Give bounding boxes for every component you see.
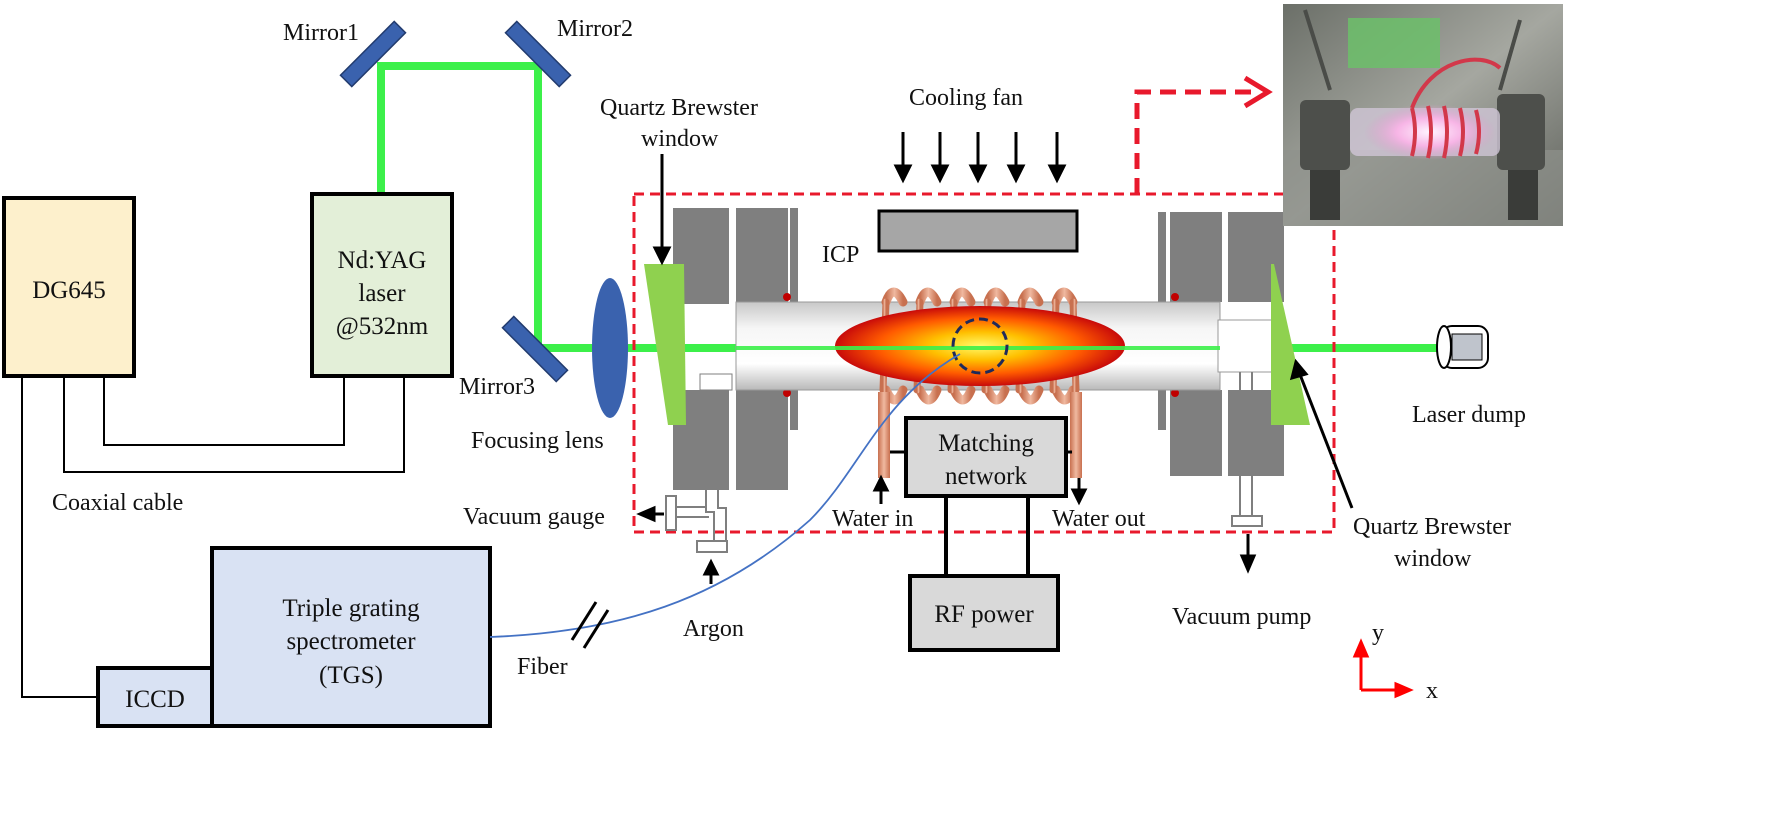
quartz-window-bottom-arrow: [1289, 358, 1354, 509]
right-flange: [1158, 212, 1284, 476]
coordinate-axes: [1352, 638, 1414, 699]
vacuum-gauge-arrow: [636, 505, 664, 523]
quartz-window-top-line1: Quartz Brewster: [600, 95, 758, 121]
argon-label: Argon: [683, 616, 744, 642]
rf-cables: [944, 496, 1030, 576]
pump-line-right: [1231, 372, 1263, 527]
water-in-label: Water in: [832, 506, 913, 532]
iccd-box: ICCD: [96, 666, 214, 728]
coaxial-cable-label: Coaxial cable: [52, 490, 183, 516]
tgs-label-line1: Triple grating: [282, 595, 420, 622]
photo-pointer-arrow: [1134, 75, 1273, 194]
cooling-fan-label: Cooling fan: [909, 85, 1023, 111]
plasma-photo-inset: [1283, 4, 1563, 226]
mirror1-icon: [339, 20, 407, 88]
optical-fiber: [489, 353, 961, 638]
laser-dump-icon: [1436, 325, 1489, 369]
gas-line-left: [665, 390, 728, 553]
argon-arrow: [702, 558, 720, 584]
ndyag-laser-box: Nd:YAG laser @532nm: [310, 192, 454, 378]
dg645-box: DG645: [2, 196, 136, 378]
matching-label-line2: network: [945, 463, 1027, 490]
focusing-lens-icon: [592, 278, 628, 418]
quartz-window-top-arrow: [652, 154, 672, 266]
rf-power-label: RF power: [934, 601, 1034, 628]
matching-network-box: Matching network: [904, 416, 1068, 498]
ndyag-label-line2: laser: [358, 280, 406, 307]
axis-x-label: x: [1426, 678, 1438, 704]
tgs-label-line3: (TGS): [319, 662, 383, 689]
mirror2-icon: [504, 20, 572, 88]
fiber-connector-icon: [570, 601, 610, 649]
laser-dump-label: Laser dump: [1412, 402, 1526, 428]
rf-power-box: RF power: [908, 574, 1060, 652]
fiber-label: Fiber: [517, 654, 568, 680]
tgs-label-line2: spectrometer: [286, 628, 416, 655]
focusing-lens-label: Focusing lens: [471, 428, 604, 454]
measurement-volume-circle: [951, 317, 1009, 375]
icp-label: ICP: [822, 242, 859, 268]
mirror2-label: Mirror2: [557, 16, 633, 42]
coil-leads: [878, 392, 1082, 478]
mirror3-icon: [501, 315, 569, 383]
quartz-window-bottom-line2: window: [1394, 546, 1472, 572]
quartz-brewster-window-left: [644, 264, 686, 425]
cooling-fan-arrows: [893, 132, 1067, 184]
tgs-box: Triple grating spectrometer (TGS): [210, 546, 492, 728]
cooling-fan-unit: [877, 209, 1079, 253]
ndyag-label-line3: @532nm: [336, 313, 429, 340]
vacuum-pump-label: Vacuum pump: [1172, 604, 1311, 630]
axis-y-label: y: [1372, 620, 1384, 646]
water-out-label: Water out: [1052, 506, 1146, 532]
chamber-dashed-outline: [632, 192, 1336, 534]
mirror1-label: Mirror1: [283, 20, 359, 46]
water-out-arrow: [1070, 478, 1088, 506]
coaxial-cables: [21, 376, 405, 698]
vacuum-gauge-label: Vacuum gauge: [463, 504, 605, 530]
iccd-label: ICCD: [125, 686, 185, 713]
mirror3-label: Mirror3: [459, 374, 535, 400]
dg645-label: DG645: [32, 277, 106, 304]
ndyag-label-line1: Nd:YAG: [338, 247, 427, 274]
vacuum-pump-arrow: [1239, 534, 1257, 574]
matching-label-line1: Matching: [938, 430, 1034, 457]
quartz-window-bottom-line1: Quartz Brewster: [1353, 514, 1511, 540]
quartz-window-top-line2: window: [641, 126, 719, 152]
water-in-arrow: [872, 474, 890, 504]
quartz-brewster-window-right: [1271, 264, 1310, 425]
